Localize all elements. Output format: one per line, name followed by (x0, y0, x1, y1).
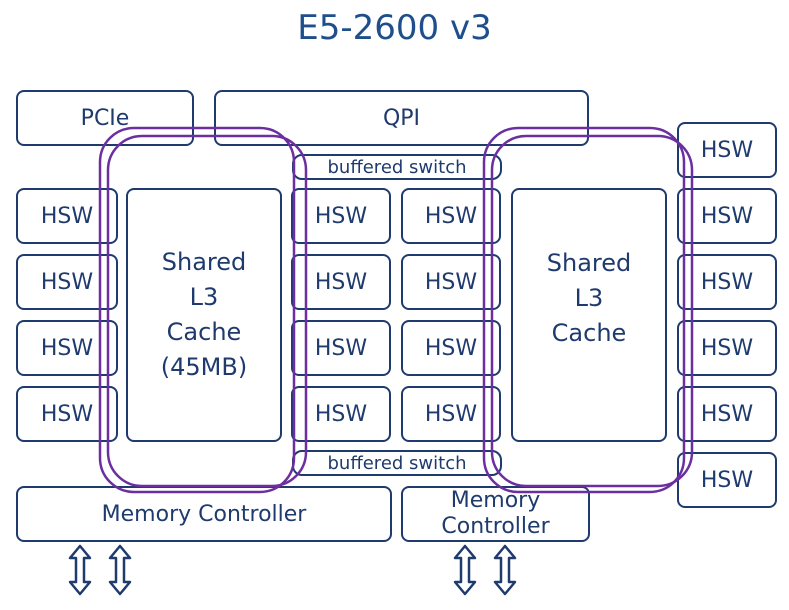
hsw-core: HSW (401, 254, 501, 310)
hsw-core: HSW (677, 320, 777, 376)
hsw-core: HSW (401, 320, 501, 376)
hsw-core: HSW (16, 386, 118, 442)
shared-l3-cache-left: Shared L3 Cache (45MB) (126, 188, 282, 442)
qpi-block: QPI (214, 90, 589, 146)
double-arrow-icon (453, 544, 517, 596)
hsw-core: HSW (291, 188, 391, 244)
cache-line: L3 (574, 284, 604, 312)
cache-line: (45MB) (160, 353, 248, 381)
hsw-core: HSW (291, 254, 391, 310)
hsw-core: HSW (677, 386, 777, 442)
cache-line: Cache (166, 318, 242, 346)
buffered-switch-bottom: buffered switch (292, 450, 502, 476)
pcie-block: PCIe (16, 90, 194, 146)
memory-controller-left: Memory Controller (16, 486, 392, 542)
double-arrow-icon (68, 544, 132, 596)
hsw-core: HSW (677, 188, 777, 244)
hsw-core: HSW (291, 320, 391, 376)
cache-line: Shared (546, 249, 632, 277)
memory-controller-right: Memory Controller (401, 486, 590, 542)
cache-line: L3 (189, 283, 219, 311)
hsw-core: HSW (16, 254, 118, 310)
hsw-core: HSW (401, 188, 501, 244)
buffered-switch-top: buffered switch (292, 154, 502, 180)
hsw-core: HSW (291, 386, 391, 442)
hsw-core: HSW (677, 254, 777, 310)
hsw-core: HSW (401, 386, 501, 442)
hsw-core: HSW (677, 122, 777, 178)
memory-line: Controller (441, 514, 550, 539)
hsw-core: HSW (16, 320, 118, 376)
diagram-title: E5-2600 v3 (297, 8, 492, 48)
shared-l3-cache-right: Shared L3 Cache (511, 188, 667, 442)
memory-line: Memory (450, 488, 541, 513)
cache-line: Shared (161, 248, 247, 276)
cache-line: Cache (551, 319, 627, 347)
hsw-core: HSW (16, 188, 118, 244)
hsw-core: HSW (677, 452, 777, 508)
